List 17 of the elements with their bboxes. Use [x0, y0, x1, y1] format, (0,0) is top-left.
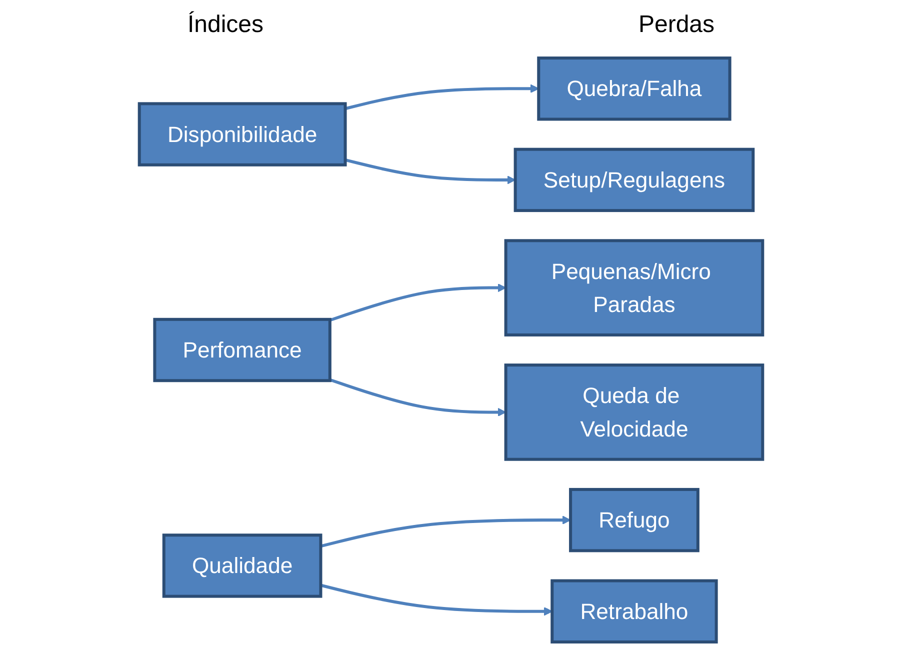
column-heading: Perdas [638, 11, 715, 39]
node-box: Refugo [569, 488, 700, 552]
arrow [329, 283, 506, 322]
column-heading: Índices [187, 11, 264, 39]
node-box: Disponibilidade [138, 102, 347, 166]
arrow [344, 84, 540, 110]
arrow [344, 158, 516, 184]
arrow [320, 584, 553, 616]
node-box: Retrabalho [550, 579, 718, 644]
arrow [320, 516, 571, 548]
node-box: Perfomance [153, 318, 332, 382]
node-box: Queda de Velocidade [504, 364, 764, 461]
node-box: Setup/Regulagens [514, 148, 755, 212]
node-box: Pequenas/Micro Paradas [504, 239, 764, 336]
node-box: Quebra/Falha [537, 56, 732, 121]
arrow [329, 378, 506, 417]
node-box: Qualidade [162, 534, 322, 598]
